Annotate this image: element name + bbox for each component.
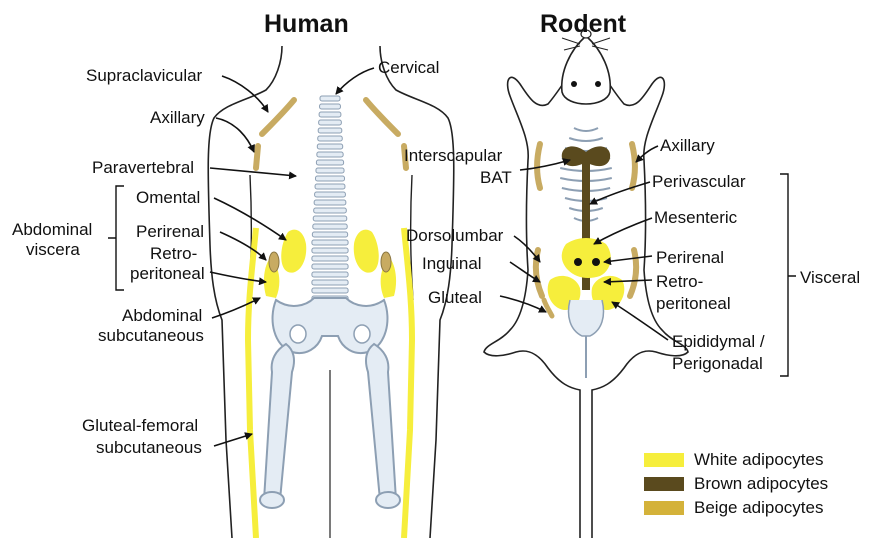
vertebra (320, 104, 341, 109)
vertebra (315, 184, 345, 189)
vertebra (312, 264, 348, 269)
vertebra (319, 120, 342, 125)
vertebra (313, 224, 347, 229)
label-perirenal-rodent: Perirenal (656, 248, 724, 267)
legend-swatch-beige (644, 501, 684, 515)
label-mesenteric: Mesenteric (654, 208, 737, 227)
legend-label-brown: Brown adipocytes (694, 474, 828, 493)
label-retro-human-2: peritoneal (130, 264, 205, 283)
label-axillary-rodent: Axillary (660, 136, 715, 155)
label-abd-subcutaneous-1: Abdominal (122, 306, 202, 325)
label-dorsolumbar: Dorsolumbar (406, 226, 503, 245)
vertebra (314, 208, 347, 213)
label-bat: BAT (480, 168, 512, 187)
vertebra (316, 168, 344, 173)
vertebra (316, 176, 345, 181)
vertebra (315, 192, 346, 197)
vertebra (312, 280, 348, 285)
label-inguinal: Inguinal (422, 254, 482, 273)
human-pelvis (273, 298, 388, 353)
legend-label-white: White adipocytes (694, 450, 823, 469)
label-abdominal-viscera-1: Abdominal (12, 220, 92, 239)
vertebra (320, 96, 340, 101)
vertebra (316, 160, 343, 165)
vertebra (312, 288, 348, 293)
vertebra (319, 112, 341, 117)
human-figure (208, 46, 454, 538)
legend-item-beige: Beige adipocytes (644, 498, 864, 518)
human-subcutaneous-fat (248, 228, 256, 538)
rodent-gluteal-fat (544, 300, 552, 316)
label-abdominal-viscera-2: viscera (26, 240, 80, 259)
label-axillary-human: Axillary (150, 108, 205, 127)
legend-swatch-white (644, 453, 684, 467)
legend-swatch-brown (644, 477, 684, 491)
label-perirenal-human: Perirenal (136, 222, 204, 241)
label-perigonadal: Perigonadal (672, 354, 763, 373)
vertebra (317, 152, 343, 157)
vertebra (312, 256, 348, 261)
label-cervical: Cervical (378, 58, 439, 77)
human-femur-right (366, 344, 396, 500)
vertebra (318, 128, 342, 133)
label-omental: Omental (136, 188, 200, 207)
human-spine (312, 96, 348, 301)
legend-item-brown: Brown adipocytes (644, 474, 864, 494)
human-femur-left (264, 344, 294, 500)
vertebra (312, 240, 348, 245)
vertebra (314, 200, 346, 205)
vertebra (313, 216, 347, 221)
vertebra (317, 144, 342, 149)
label-gluteal-femoral-1: Gluteal-femoral (82, 416, 198, 435)
label-interscapular: Interscapular (404, 146, 502, 165)
legend-item-white: White adipocytes (644, 450, 864, 470)
label-epididymal: Epididymal / (672, 332, 765, 351)
human-title: Human (264, 10, 349, 39)
label-retro-human-1: Retro- (150, 244, 197, 263)
vertebra (312, 272, 348, 277)
rodent-pelvis (569, 300, 604, 336)
human-supraclavicular-fat (262, 100, 294, 134)
human-axillary-fat (256, 146, 258, 168)
visceral-bracket (780, 174, 796, 376)
label-perivascular: Perivascular (652, 172, 746, 191)
abdominal-viscera-bracket (108, 186, 124, 290)
rodent-title: Rodent (540, 10, 626, 39)
legend: White adipocytes Brown adipocytes Beige … (644, 446, 864, 526)
rib (569, 138, 603, 141)
legend-label-beige: Beige adipocytes (694, 498, 823, 517)
label-retro-rodent-1: Retro- (656, 272, 703, 291)
label-abd-subcutaneous-2: subcutaneous (98, 326, 204, 345)
vertebra (312, 232, 347, 237)
rib (574, 128, 598, 131)
rodent-head (562, 36, 611, 104)
rodent-visceral-fat (548, 238, 625, 310)
label-gluteal-femoral-2: subcutaneous (96, 438, 202, 457)
label-visceral: Visceral (800, 268, 860, 287)
vertebra (312, 248, 348, 253)
label-supraclavicular: Supraclavicular (86, 66, 202, 85)
rodent-axillary-fat (537, 144, 540, 188)
label-paravertebral: Paravertebral (92, 158, 194, 177)
vertebra (318, 136, 343, 141)
label-retro-rodent-2: peritoneal (656, 294, 731, 313)
label-gluteal: Gluteal (428, 288, 482, 307)
